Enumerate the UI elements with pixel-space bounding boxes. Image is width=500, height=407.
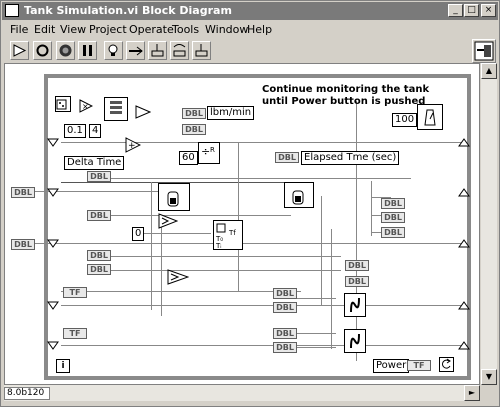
const-60[interactable]: 60 — [179, 151, 198, 165]
svg-text:Tf: Tf — [228, 229, 236, 237]
menu-bar: File Edit View Project Operate Tools Win… — [2, 21, 498, 38]
scroll-down-button[interactable]: ▼ — [481, 369, 497, 385]
svg-text:T₀: T₀ — [215, 235, 223, 243]
menu-view[interactable]: View — [60, 23, 87, 36]
maximize-button[interactable]: □ — [464, 4, 479, 17]
const-0.1[interactable]: 0.1 — [64, 124, 86, 138]
menu-operate[interactable]: Operate — [129, 23, 174, 36]
scroll-right-button[interactable]: ► — [464, 385, 480, 401]
step-over-icon[interactable] — [170, 41, 189, 60]
boolean-control-2[interactable]: TF — [63, 328, 87, 339]
select-icon-2[interactable] — [167, 269, 190, 285]
elapsed-time-label: Elapsed Tme (sec) — [301, 151, 400, 165]
integrator-icon-2[interactable] — [344, 329, 366, 353]
integrator-icon-1[interactable] — [344, 293, 366, 317]
shift-register-left-5[interactable] — [47, 341, 59, 350]
loop-comment: Continue monitoring the tank until Power… — [262, 84, 430, 107]
const-4[interactable]: 4 — [89, 124, 102, 138]
shift-register-left-4[interactable] — [47, 301, 59, 310]
run-continuous-icon[interactable] — [33, 41, 52, 60]
shift-register-left-2[interactable] — [47, 188, 59, 197]
power-label: Power — [373, 359, 410, 373]
title-bar[interactable]: Tank Simulation.vi Block Diagram _ □ × — [2, 2, 498, 20]
step-out-icon[interactable] — [192, 41, 211, 60]
pause-icon[interactable] — [78, 41, 97, 60]
shift-register-right-1[interactable] — [458, 138, 470, 147]
output-indicator-3[interactable]: DBL — [381, 227, 405, 238]
quotient-remainder-icon[interactable]: ÷R — [198, 142, 220, 164]
shift-register-left-3[interactable] — [47, 239, 59, 248]
version-status: 8.0b120 — [4, 387, 50, 400]
add-icon[interactable]: + — [125, 137, 142, 153]
shift-register-right-2[interactable] — [458, 188, 470, 197]
dbl-indicator-7[interactable]: DBL — [345, 276, 369, 287]
shift-register-right-3[interactable] — [458, 239, 470, 248]
run-arrow-icon[interactable] — [10, 41, 29, 60]
step-into-icon[interactable] — [148, 41, 167, 60]
menu-window[interactable]: Window — [205, 23, 249, 36]
iteration-terminal-icon[interactable]: i — [56, 359, 70, 373]
retain-wire-icon[interactable] — [126, 41, 145, 60]
menu-help[interactable]: Help — [247, 23, 273, 36]
while-loop-structure[interactable] — [44, 74, 471, 380]
svg-text:+: + — [128, 141, 136, 151]
toolbar — [2, 39, 498, 63]
random-dice-icon[interactable] — [55, 96, 71, 112]
shift-register-left-1[interactable] — [47, 138, 59, 147]
multiply-icon[interactable]: × — [79, 99, 94, 113]
dbl-indicator-6[interactable]: DBL — [345, 260, 369, 271]
svg-text:÷: ÷ — [201, 145, 210, 158]
app-icon — [5, 4, 19, 17]
select-icon-1[interactable] — [158, 213, 179, 229]
tank-valve-vi-2[interactable] — [284, 182, 314, 208]
output-indicator-1[interactable]: DBL — [381, 198, 405, 209]
flow-indicator-2[interactable]: DBL — [182, 124, 206, 135]
const-0[interactable]: 0 — [132, 227, 145, 241]
wait-timer-icon[interactable] — [417, 104, 443, 130]
dbl-control-4[interactable]: DBL — [87, 250, 111, 261]
boolean-control-1[interactable]: TF — [63, 287, 87, 298]
svg-text:Tᵢ: Tᵢ — [215, 242, 222, 249]
vertical-scrollbar[interactable]: ▲ ▼ — [481, 63, 497, 385]
flow-rate-indicator[interactable]: DBL — [182, 108, 206, 119]
delta-time-label: Delta Time — [64, 156, 125, 170]
svg-text:×: × — [82, 102, 89, 111]
minimize-button[interactable]: _ — [448, 4, 463, 17]
dbl-control-3[interactable]: DBL — [87, 210, 111, 221]
output-indicator-2[interactable]: DBL — [381, 212, 405, 223]
menu-tools[interactable]: Tools — [172, 23, 200, 36]
dbl-control-10[interactable]: DBL — [273, 328, 297, 339]
highlight-execution-icon[interactable] — [104, 41, 123, 60]
svg-text:R: R — [210, 146, 215, 154]
vi-icon[interactable] — [472, 39, 496, 63]
menu-project[interactable]: Project — [89, 23, 127, 36]
input-control-1[interactable]: DBL — [11, 187, 35, 198]
flow-unit-label: lbm/min — [207, 106, 255, 120]
const-100[interactable]: 100 — [392, 113, 418, 127]
dbl-control-8[interactable]: DBL — [273, 288, 297, 299]
menu-edit[interactable]: Edit — [34, 23, 56, 36]
window-title: Tank Simulation.vi Block Diagram — [24, 4, 232, 17]
menu-file[interactable]: File — [10, 23, 29, 36]
scroll-up-button[interactable]: ▲ — [481, 63, 497, 79]
input-control-2[interactable]: DBL — [11, 239, 35, 250]
shift-register-right-4[interactable] — [458, 301, 470, 310]
shift-register-right-5[interactable] — [458, 341, 470, 350]
elapsed-time-indicator[interactable]: DBL — [275, 152, 299, 163]
delta-time-control[interactable]: DBL — [87, 171, 111, 182]
abort-icon[interactable] — [56, 41, 75, 60]
loop-condition-icon[interactable] — [439, 357, 454, 372]
dbl-control-11[interactable]: DBL — [273, 342, 297, 353]
scale-icon[interactable] — [135, 105, 152, 119]
close-button[interactable]: × — [481, 4, 496, 17]
tank-valve-vi-1[interactable] — [158, 183, 190, 211]
dbl-control-9[interactable]: DBL — [273, 302, 297, 313]
power-button-terminal[interactable]: TF — [407, 360, 431, 371]
array-subset-icon[interactable] — [104, 97, 128, 121]
dbl-control-5[interactable]: DBL — [87, 264, 111, 275]
horizontal-scrollbar[interactable]: ► — [4, 385, 480, 401]
